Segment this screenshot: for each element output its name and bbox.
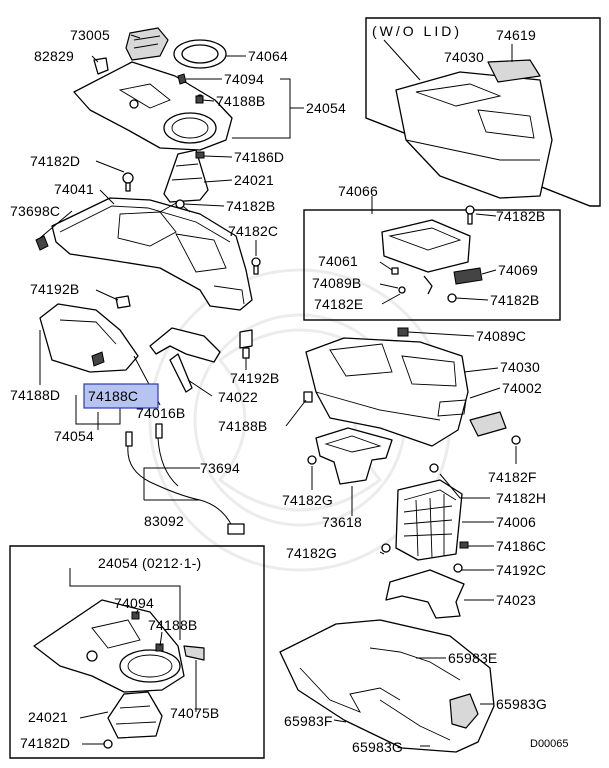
inset-revision-panel (9, 545, 265, 759)
label-65983E[interactable]: 65983E (448, 650, 497, 666)
diagram-id: D00065 (530, 738, 569, 750)
label-74188B-mid[interactable]: 74188B (218, 418, 267, 434)
highlight-74188C (83, 383, 159, 409)
console-rear-74030 (303, 327, 521, 447)
label-24054[interactable]: 24054 (306, 100, 346, 116)
label-74182C[interactable]: 74182C (228, 223, 278, 239)
label-24021[interactable]: 24021 (234, 172, 274, 188)
label-83092[interactable]: 83092 (144, 513, 184, 529)
label-74041[interactable]: 74041 (54, 181, 94, 197)
label-74192B-b[interactable]: 74192B (230, 370, 279, 386)
label-74186D[interactable]: 74186D (234, 149, 284, 165)
label-74182G-b[interactable]: 74182G (286, 545, 337, 561)
storage-box-74006 (381, 479, 469, 561)
label-74030-a[interactable]: 74030 (444, 49, 484, 65)
shift-panel-assembly (73, 27, 233, 151)
label-74066[interactable]: 74066 (338, 183, 378, 199)
label-65983F[interactable]: 65983F (284, 713, 333, 729)
cup-holder-73618 (307, 427, 439, 485)
label-74182D-b[interactable]: 74182D (20, 735, 70, 751)
label-74054[interactable]: 74054 (54, 428, 94, 444)
label-74094[interactable]: 74094 (224, 71, 264, 87)
label-74192C[interactable]: 74192C (496, 562, 546, 578)
label-74182E[interactable]: 74182E (314, 296, 363, 312)
inset-without-lid (365, 17, 601, 207)
label-74182B-a[interactable]: 74182B (226, 198, 275, 214)
inset-without-lid-heading: (W/O LID) (372, 23, 462, 39)
label-74619[interactable]: 74619 (496, 27, 536, 43)
label-74182B-c[interactable]: 74182B (490, 292, 539, 308)
label-74188B-b[interactable]: 74188B (148, 617, 197, 633)
label-74192B-a[interactable]: 74192B (30, 281, 79, 297)
label-74188D[interactable]: 74188D (10, 387, 60, 403)
label-74182H[interactable]: 74182H (496, 490, 546, 506)
label-74186C[interactable]: 74186C (496, 538, 546, 554)
label-74061[interactable]: 74061 (318, 253, 358, 269)
label-74188B-top[interactable]: 74188B (216, 93, 265, 109)
lid-assembly-74066 (303, 205, 561, 321)
label-74030-b[interactable]: 74030 (500, 359, 540, 375)
wire-harness-83092 (125, 423, 245, 535)
shift-boot-assembly (122, 149, 209, 203)
label-73005[interactable]: 73005 (70, 27, 110, 43)
side-panel-74054 (39, 295, 253, 393)
insulator-65983 (279, 619, 495, 753)
label-24021-b[interactable]: 24021 (28, 709, 68, 725)
label-74182G-a[interactable]: 74182G (282, 492, 333, 508)
label-74002[interactable]: 74002 (502, 380, 542, 396)
label-74094-b[interactable]: 74094 (114, 595, 154, 611)
label-74089B[interactable]: 74089B (312, 275, 361, 291)
label-74022[interactable]: 74022 (218, 389, 258, 405)
label-73618[interactable]: 73618 (322, 514, 362, 530)
part-labels: 73005 82829 74064 74094 74188B 24054 741… (10, 23, 569, 755)
label-73694[interactable]: 73694 (200, 460, 240, 476)
label-74182F[interactable]: 74182F (488, 469, 537, 485)
label-74089C[interactable]: 74089C (476, 328, 526, 344)
label-74075B[interactable]: 74075B (170, 705, 219, 721)
label-65983G-a[interactable]: 65983G (496, 696, 547, 712)
label-74016B[interactable]: 74016B (136, 405, 185, 421)
label-65983G-b[interactable]: 65983G (352, 739, 403, 755)
label-74188C[interactable]: 74188C (88, 388, 138, 404)
label-74182B-b[interactable]: 74182B (496, 208, 545, 224)
bracket-74023 (385, 563, 465, 619)
label-82829[interactable]: 82829 (34, 48, 74, 64)
label-73698C[interactable]: 73698C (10, 203, 60, 219)
label-74069[interactable]: 74069 (498, 262, 538, 278)
console-front-74041 (35, 197, 261, 311)
label-74023[interactable]: 74023 (496, 592, 536, 608)
inset-revision-heading: 24054 (0212·1-) (98, 555, 201, 571)
label-74064[interactable]: 74064 (248, 48, 288, 64)
label-74006[interactable]: 74006 (496, 514, 536, 530)
label-74182D[interactable]: 74182D (30, 153, 80, 169)
